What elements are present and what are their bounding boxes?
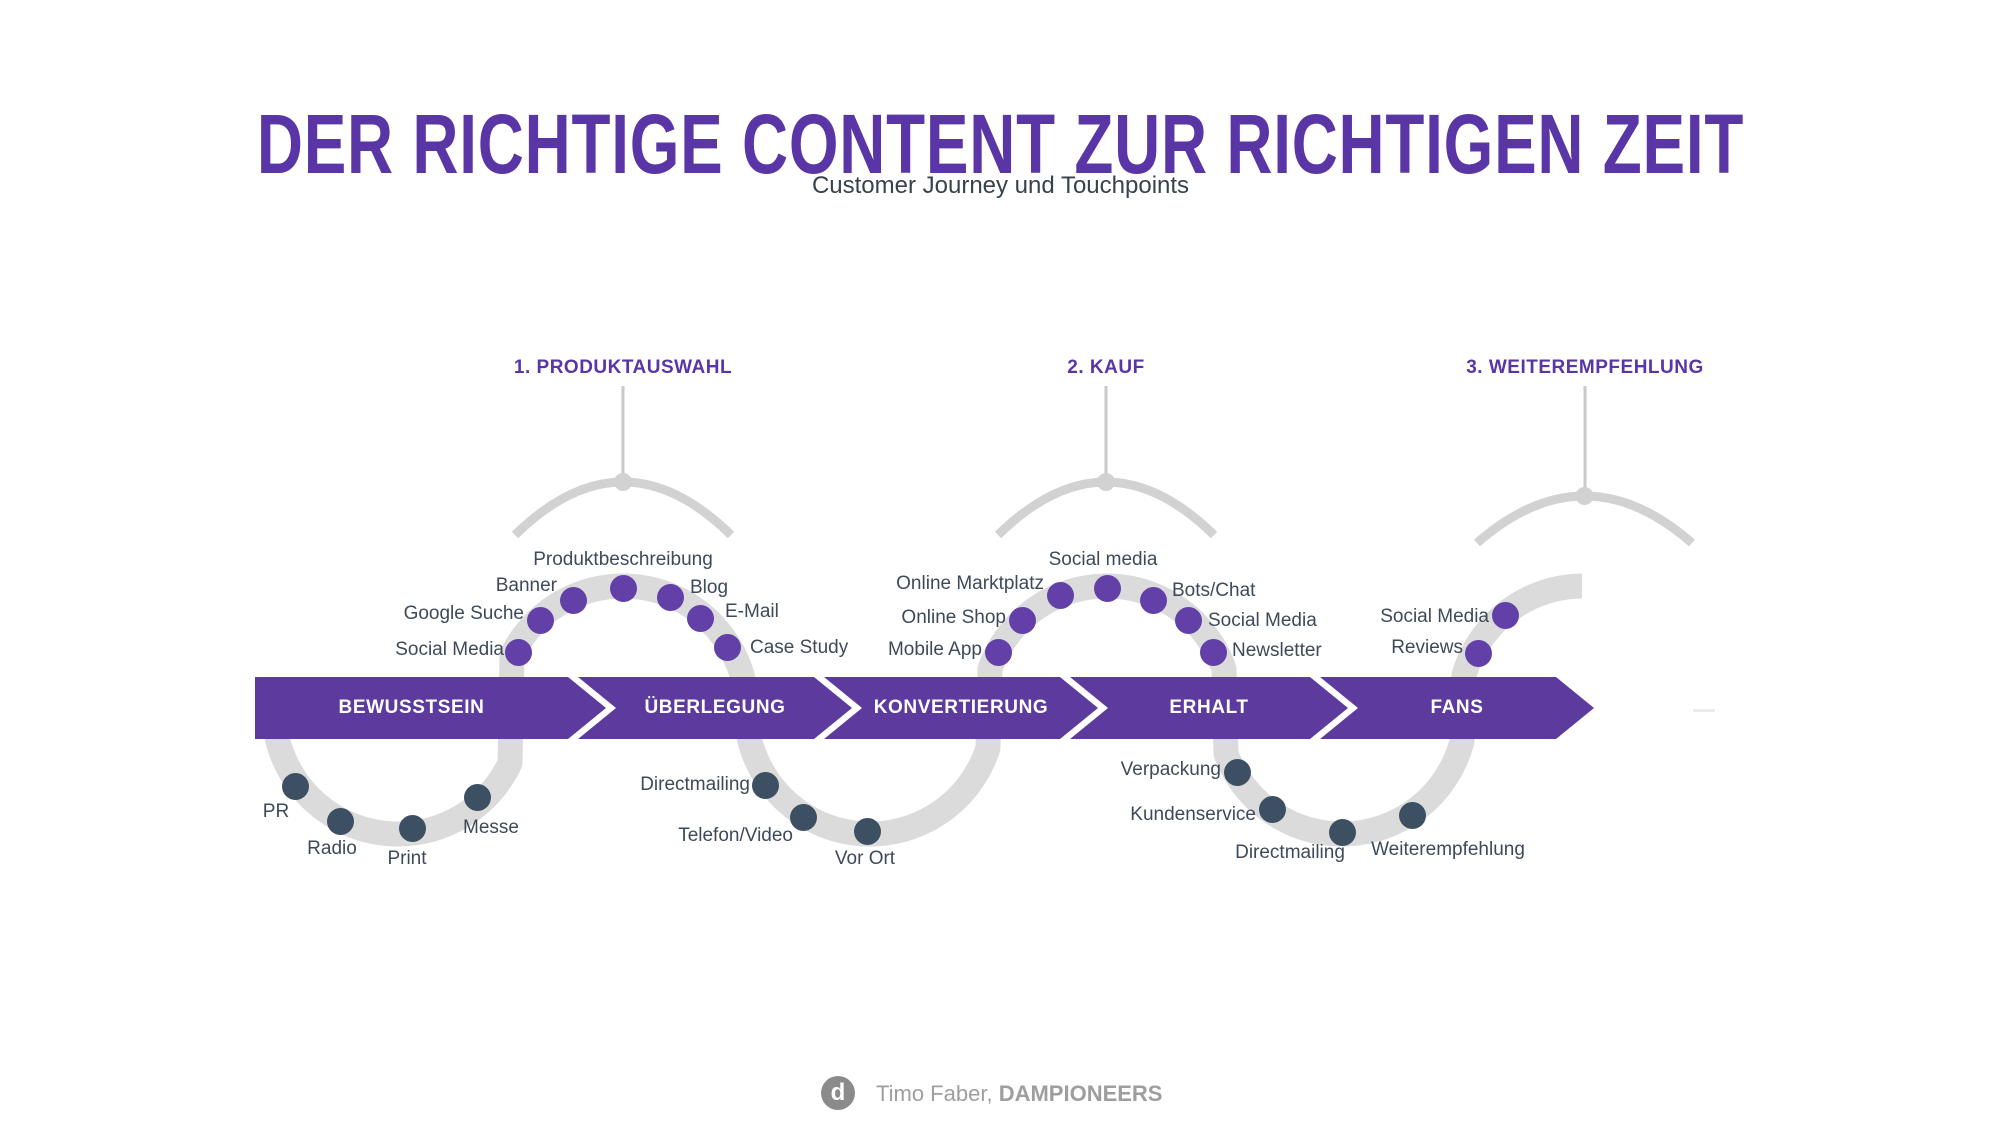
milestone-label-1: 1. PRODUKTAUSWAHL xyxy=(513,357,733,378)
stage-label: ÜBERLEGUNG xyxy=(644,697,786,718)
touchpoint-label: Directmailing xyxy=(1235,842,1345,863)
stage-label: ERHALT xyxy=(1169,697,1249,718)
touchpoint-label: Social Media xyxy=(395,639,504,660)
touchpoint-dot-directmailing xyxy=(751,771,779,799)
touchpoint-label: Kundenservice xyxy=(1130,804,1256,825)
touchpoint-dot-verpackung xyxy=(1223,758,1251,786)
footer: d Timo Faber, DAMPIONEERS xyxy=(0,1072,2001,1116)
touchpoint-dot-case-study xyxy=(713,633,741,661)
touchpoint-dot-banner xyxy=(559,586,587,614)
touchpoint-label: Directmailing xyxy=(640,774,750,795)
journey-wave-path xyxy=(261,573,1593,847)
touchpoint-dot-social-media xyxy=(1491,601,1519,629)
milestone-label-2: 2. KAUF xyxy=(1067,357,1145,378)
touchpoint-dot-radio xyxy=(326,807,354,835)
touchpoint-label: Blog xyxy=(690,577,729,598)
touchpoint-label: Social Media xyxy=(1208,610,1317,631)
touchpoint-label: Produktbeschreibung xyxy=(533,549,713,570)
touchpoint-label: Social Media xyxy=(1380,606,1489,627)
touchpoint-dot-weiterempfehlung xyxy=(1398,801,1426,829)
milestone-apex-dot xyxy=(1575,487,1594,505)
touchpoint-dot-social-media xyxy=(1093,574,1121,602)
touchpoint-dot-reviews xyxy=(1464,639,1492,667)
touchpoint-label: E-Mail xyxy=(725,601,779,622)
touchpoint-dot-social-media xyxy=(1174,606,1202,634)
touchpoint-dot-messe xyxy=(463,783,491,811)
stage-chevron-bewusstsein: BEWUSSTSEIN xyxy=(255,677,606,739)
stage-chevron-erhalt: ERHALT xyxy=(1070,677,1348,739)
touchpoint-label: Case Study xyxy=(750,637,849,658)
touchpoint-dot-kundenservice xyxy=(1258,795,1286,823)
touchpoint-dot-pr xyxy=(281,772,309,800)
stage-label: KONVERTIERUNG xyxy=(873,697,1049,718)
stage-chevron-fans: FANS xyxy=(1320,677,1594,739)
milestone-apex-dot xyxy=(614,473,632,491)
touchpoint-label: PR xyxy=(262,801,290,822)
touchpoint-label: Newsletter xyxy=(1232,640,1322,661)
touchpoint-label: Online Marktplatz xyxy=(896,573,1044,594)
touchpoint-dot-produktbeschreibung xyxy=(609,574,637,602)
touchpoint-label: Social media xyxy=(1048,549,1158,570)
touchpoint-dot-directmailing xyxy=(1328,818,1356,846)
page-title: DER RICHTIGE CONTENT ZUR RICHTIGEN ZEIT xyxy=(256,97,1745,191)
touchpoint-label: Online Shop xyxy=(901,607,1006,628)
footer-credit: Timo Faber, DAMPIONEERS xyxy=(876,1072,1162,1116)
footer-brand: DAMPIONEERS xyxy=(998,1081,1163,1106)
touchpoint-label: Mobile App xyxy=(887,639,982,660)
milestone-label-3: 3. WEITEREMPFEHLUNG xyxy=(1466,357,1704,378)
touchpoint-label: Banner xyxy=(495,575,557,596)
touchpoint-dot-online-shop xyxy=(1008,606,1036,634)
touchpoint-label: Radio xyxy=(307,838,357,859)
touchpoint-dot-google-suche xyxy=(526,606,554,634)
stage-chevron-überlegung: ÜBERLEGUNG xyxy=(578,677,852,739)
touchpoint-label: Bots/Chat xyxy=(1172,580,1256,601)
touchpoint-label: Reviews xyxy=(1391,637,1463,658)
footer-author: Timo Faber, xyxy=(876,1081,993,1106)
touchpoint-dot-e-mail xyxy=(686,604,714,632)
touchpoint-label: Google Suche xyxy=(403,603,524,624)
page-subtitle: Customer Journey und Touchpoints xyxy=(811,172,1190,199)
touchpoint-dot-vor-ort xyxy=(853,817,881,845)
touchpoint-dot-bots-chat xyxy=(1139,586,1167,614)
touchpoint-dot-print xyxy=(398,814,426,842)
wave-tail-mark xyxy=(1693,709,1715,712)
touchpoint-dot-telefon-video xyxy=(789,803,817,831)
touchpoint-dot-mobile-app xyxy=(984,638,1012,666)
touchpoint-label: Telefon/Video xyxy=(678,825,793,846)
touchpoint-dot-online-marktplatz xyxy=(1046,581,1074,609)
touchpoint-dot-newsletter xyxy=(1199,638,1227,666)
touchpoint-label: Print xyxy=(387,848,427,869)
touchpoint-label: Weiterempfehlung xyxy=(1371,839,1525,860)
milestone-apex-dot xyxy=(1097,473,1115,491)
touchpoint-dot-social-media xyxy=(504,638,532,666)
stage-label: FANS xyxy=(1430,697,1484,718)
touchpoint-label: Messe xyxy=(463,817,519,838)
stage-chevron-konvertierung: KONVERTIERUNG xyxy=(824,677,1098,739)
stage-label: BEWUSSTSEIN xyxy=(338,697,485,718)
touchpoint-label: Verpackung xyxy=(1120,759,1221,780)
brand-logo-icon: d xyxy=(821,1076,855,1110)
touchpoint-dot-blog xyxy=(656,583,684,611)
touchpoint-label: Vor Ort xyxy=(834,848,896,869)
